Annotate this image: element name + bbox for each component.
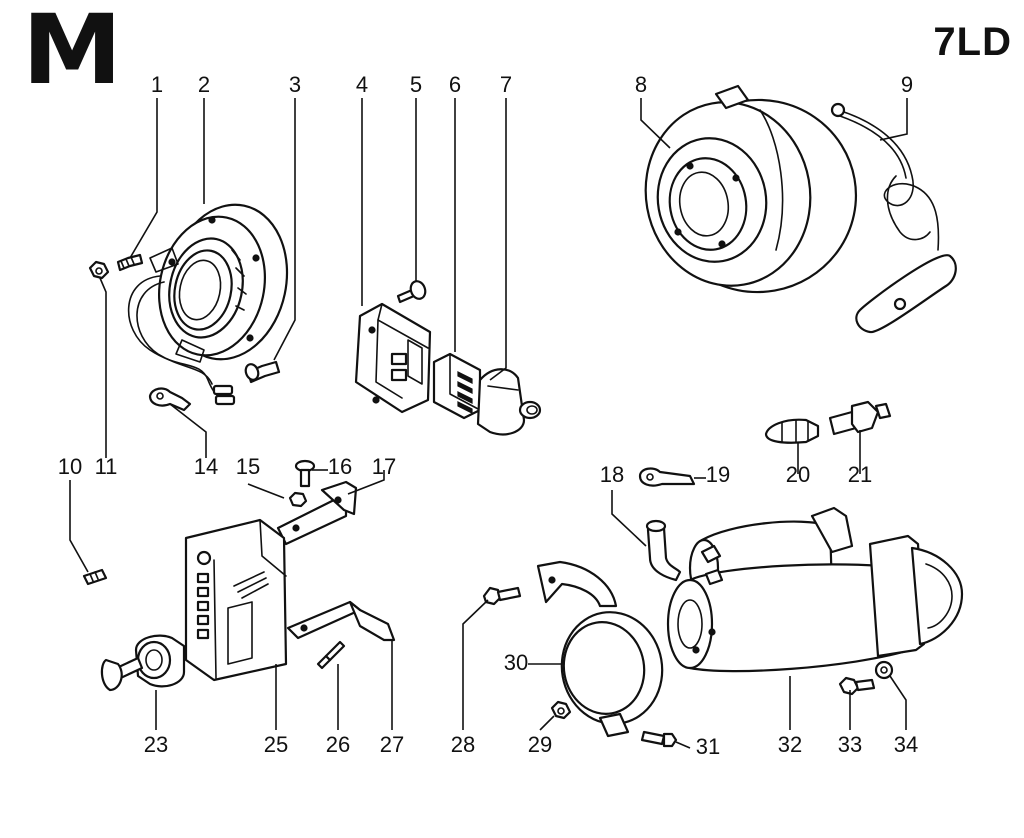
part-1-screw	[116, 253, 144, 272]
callout-25: 25	[264, 732, 288, 757]
part-17-bracket	[276, 480, 358, 546]
callout-2: 2	[198, 72, 210, 97]
part-7-connector-boot	[476, 368, 542, 436]
callout-20: 20	[786, 462, 810, 487]
callout-4: 4	[356, 72, 368, 97]
callout-16: 16	[328, 454, 352, 479]
part-27-bracket	[286, 600, 396, 642]
part-8-flywheel	[644, 84, 858, 294]
callout-27: 27	[380, 732, 404, 757]
part-2-stator	[149, 203, 289, 363]
callout-30: 30	[504, 650, 528, 675]
part-14-cable-clamp	[148, 387, 192, 412]
part-21-pressure-switch	[828, 400, 892, 436]
callout-31: 31	[696, 734, 720, 759]
callout-29: 29	[528, 732, 552, 757]
part-4-regulator	[354, 302, 432, 414]
part-30-mounting-band	[536, 560, 664, 738]
callout-5: 5	[410, 72, 422, 97]
part-23-key-switch	[100, 634, 186, 692]
callout-7: 7	[500, 72, 512, 97]
callout-8: 8	[635, 72, 647, 97]
part-34-washer	[874, 660, 894, 680]
stator-lead-wires	[127, 275, 236, 406]
callout-10: 10	[58, 454, 82, 479]
part-19-terminal-lug	[638, 467, 696, 487]
callout-15: 15	[236, 454, 260, 479]
part-15-nut	[288, 491, 308, 508]
callout-3: 3	[289, 72, 301, 97]
part-32-starter-motor	[666, 506, 964, 673]
part-11-nut	[88, 260, 110, 280]
callout-19: 19	[706, 462, 730, 487]
part-18-elbow	[645, 519, 682, 582]
engine-model-label: 7LD	[933, 20, 1012, 64]
part-3-screw	[244, 360, 281, 384]
callout-1: 1	[151, 72, 163, 97]
callout-14: 14	[194, 454, 218, 479]
callout-34: 34	[894, 732, 918, 757]
part-20-boot-cover	[764, 418, 820, 444]
callout-28: 28	[451, 732, 475, 757]
part-6-terminal-block	[432, 352, 482, 420]
callout-23: 23	[144, 732, 168, 757]
callout-32: 32	[778, 732, 802, 757]
part-5-screw	[396, 280, 427, 304]
section-letter: M	[22, 0, 122, 106]
part-25-control-box	[184, 518, 288, 682]
part-33-bolt	[838, 676, 876, 696]
part-31-bolt	[640, 730, 678, 748]
part-10-setscrew	[82, 568, 108, 586]
part-26-bolt	[316, 640, 346, 670]
callout-labels: 1 2 3 4 5 6 7 8 9 10 11 14 15 16 17 18 1…	[58, 72, 918, 759]
callout-11: 11	[95, 454, 118, 479]
callout-21: 21	[848, 462, 872, 487]
part-29-nut	[550, 700, 572, 720]
part-9-starter-rope	[830, 102, 957, 334]
callout-33: 33	[838, 732, 862, 757]
part-16-bolt	[294, 459, 316, 488]
leader-lines	[69, 98, 908, 749]
callout-17: 17	[372, 454, 396, 479]
callout-6: 6	[449, 72, 461, 97]
callout-18: 18	[600, 462, 624, 487]
callout-26: 26	[326, 732, 350, 757]
callout-9: 9	[901, 72, 913, 97]
part-28-bolt	[482, 586, 522, 606]
